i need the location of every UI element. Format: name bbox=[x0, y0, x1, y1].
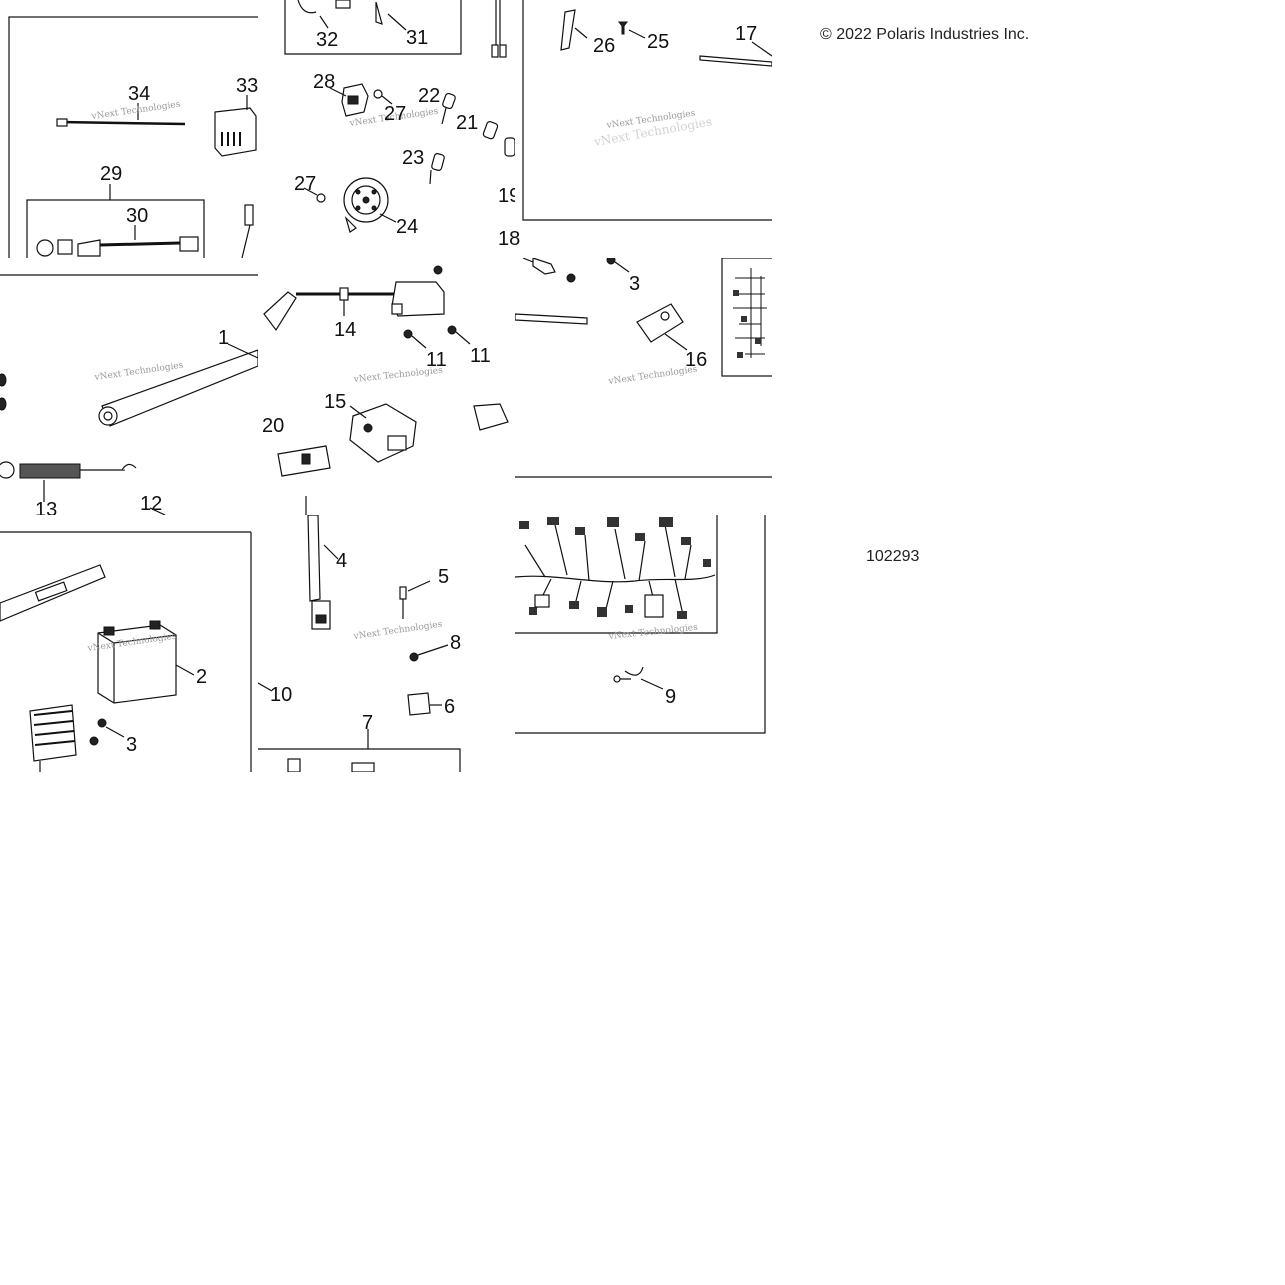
callout-30: 30 bbox=[126, 205, 148, 227]
callout-33: 33 bbox=[236, 75, 258, 97]
callout-13: 13 bbox=[35, 499, 57, 515]
callout-28: 28 bbox=[313, 71, 335, 93]
tile-middle-center: vNext Technologies 14 11 11 15 20 bbox=[258, 258, 515, 515]
watermark-text: vNext Technologies bbox=[607, 623, 698, 642]
tile-bottom-right: vNext Technologies 9 bbox=[515, 515, 772, 772]
callout-27: 27 bbox=[384, 103, 406, 125]
callout-23: 23 bbox=[402, 147, 424, 169]
callout-6: 6 bbox=[444, 696, 455, 718]
drawing-number: 102293 bbox=[866, 548, 920, 565]
callout-11: 11 bbox=[426, 349, 447, 371]
callout-27b: 27 bbox=[294, 173, 316, 195]
callout-16: 16 bbox=[685, 349, 707, 371]
tile-top-right: vNext Technologies vNext Technologies 26… bbox=[515, 0, 772, 258]
tile-top-center: vNext Technologies 32 31 28 27 22 21 23 … bbox=[258, 0, 515, 258]
callout-29: 29 bbox=[100, 163, 122, 185]
callout-22: 22 bbox=[418, 85, 440, 107]
tile-middle-right: vNext Technologies 16 3 bbox=[515, 258, 772, 515]
watermark-text: vNext Technologies bbox=[352, 620, 443, 643]
callout-32: 32 bbox=[316, 29, 338, 51]
callout-9: 9 bbox=[665, 686, 676, 708]
tile-bottom-left: vNext Technologies 2 3 bbox=[0, 515, 258, 772]
callout-14: 14 bbox=[334, 319, 356, 341]
callout-10: 10 bbox=[270, 684, 292, 706]
callout-11b: 11 bbox=[470, 345, 491, 367]
callout-26: 26 bbox=[593, 35, 615, 57]
callout-12: 12 bbox=[140, 493, 162, 515]
copyright-notice: © 2022 Polaris Industries Inc. bbox=[820, 26, 1030, 43]
callout-19: 19 bbox=[498, 185, 515, 207]
callout-18: 18 bbox=[498, 228, 521, 250]
callout-25: 25 bbox=[647, 31, 669, 53]
callout-8: 8 bbox=[450, 632, 461, 654]
callout-2: 2 bbox=[196, 666, 207, 688]
callout-3b: 3 bbox=[126, 734, 137, 756]
watermark-text: vNext Technologies bbox=[93, 361, 184, 384]
tile-top-left: vNext Technologies 34 33 29 30 bbox=[0, 0, 258, 258]
callout-20: 20 bbox=[262, 415, 284, 437]
callout-7: 7 bbox=[362, 712, 373, 734]
callout-4: 4 bbox=[336, 550, 347, 572]
callout-15: 15 bbox=[324, 391, 346, 413]
callout-31: 31 bbox=[406, 27, 428, 49]
callout-17: 17 bbox=[735, 23, 757, 45]
callout-5: 5 bbox=[438, 566, 449, 588]
callout-3: 3 bbox=[629, 273, 640, 295]
callout-34: 34 bbox=[128, 83, 150, 105]
tile-bottom-center: vNext Technologies 4 5 8 6 10 7 bbox=[258, 515, 515, 772]
callout-24: 24 bbox=[396, 216, 418, 238]
callout-1: 1 bbox=[218, 327, 229, 349]
callout-21: 21 bbox=[456, 112, 478, 134]
tile-middle-left: vNext Technologies 1 13 12 bbox=[0, 258, 258, 515]
